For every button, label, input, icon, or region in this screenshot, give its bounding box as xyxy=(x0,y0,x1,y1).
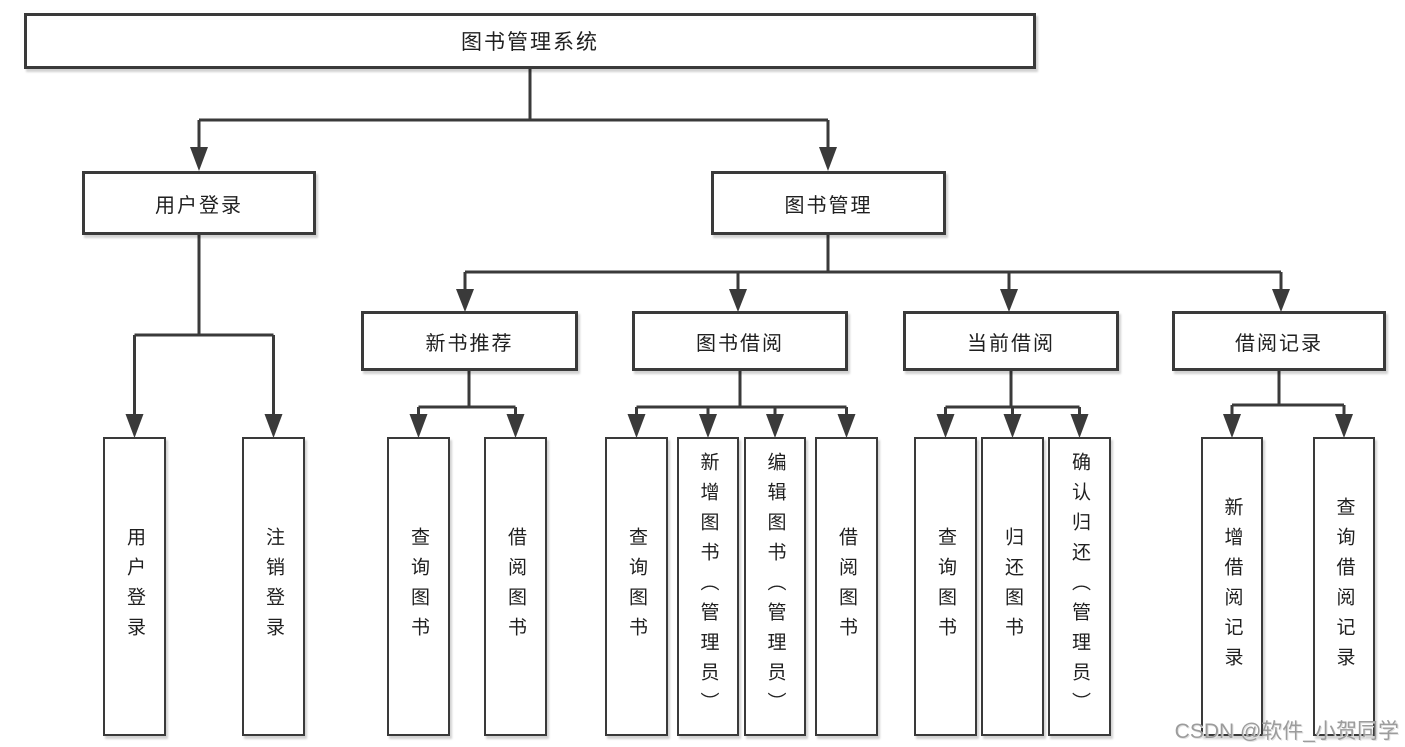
node-borrowing-records-label: 借阅记录 xyxy=(1235,332,1323,355)
node-user-login: 用户登录 xyxy=(82,171,316,235)
leaf-confirm-return-admin-label: 确认归还（管理员） xyxy=(1069,451,1090,722)
node-borrowing-records: 借阅记录 xyxy=(1172,311,1386,371)
leaf-user-login: 用户登录 xyxy=(103,437,166,736)
leaf-borrow-books-borrowing: 借阅图书 xyxy=(815,437,878,736)
leaf-edit-books-admin-label: 编辑图书（管理员） xyxy=(764,451,786,722)
leaf-logout-label: 注销登录 xyxy=(263,526,284,647)
leaf-query-books-borrowing: 查询图书 xyxy=(605,437,668,736)
leaf-query-books-borrowing-label: 查询图书 xyxy=(626,526,647,647)
node-new-book-recommend-label: 新书推荐 xyxy=(425,332,514,355)
leaf-edit-books-admin: 编辑图书（管理员） xyxy=(744,437,806,736)
leaf-add-books-admin-label: 新增图书（管理员） xyxy=(697,451,719,722)
leaf-add-borrow-record: 新增借阅记录 xyxy=(1201,437,1263,736)
leaf-user-login-label: 用户登录 xyxy=(124,526,145,647)
leaf-query-books-recommend-label: 查询图书 xyxy=(408,526,429,647)
leaf-add-books-admin: 新增图书（管理员） xyxy=(677,437,739,736)
leaf-return-books-label: 归还图书 xyxy=(1002,526,1023,647)
node-user-login-label: 用户登录 xyxy=(155,194,243,217)
leaf-add-borrow-record-label: 新增借阅记录 xyxy=(1221,496,1243,677)
root-node-library-system: 图书管理系统 xyxy=(24,13,1036,69)
node-current-borrowing: 当前借阅 xyxy=(903,311,1119,371)
leaf-borrow-books-recommend: 借阅图书 xyxy=(484,437,547,736)
leaf-return-books: 归还图书 xyxy=(981,437,1044,736)
leaf-query-books-recommend: 查询图书 xyxy=(387,437,450,736)
node-current-borrowing-label: 当前借阅 xyxy=(967,332,1055,355)
leaf-query-books-current: 查询图书 xyxy=(914,437,977,736)
node-new-book-recommend: 新书推荐 xyxy=(361,311,578,371)
root-node-label: 图书管理系统 xyxy=(461,31,599,54)
leaf-borrow-books-recommend-label: 借阅图书 xyxy=(505,526,526,647)
leaf-confirm-return-admin: 确认归还（管理员） xyxy=(1048,437,1111,736)
node-book-borrowing: 图书借阅 xyxy=(632,311,848,371)
node-book-borrowing-label: 图书借阅 xyxy=(696,332,784,355)
node-book-management-label: 图书管理 xyxy=(784,194,873,217)
leaf-borrow-books-borrowing-label: 借阅图书 xyxy=(836,526,857,647)
leaf-query-borrow-record: 查询借阅记录 xyxy=(1313,437,1375,736)
leaf-query-borrow-record-label: 查询借阅记录 xyxy=(1333,496,1355,677)
node-book-management: 图书管理 xyxy=(711,171,946,235)
leaf-logout: 注销登录 xyxy=(242,437,305,736)
arrowheads xyxy=(125,147,1353,438)
csdn-watermark: CSDN @软件_小贺同学 xyxy=(1174,720,1399,743)
leaf-query-books-current-label: 查询图书 xyxy=(935,526,956,647)
